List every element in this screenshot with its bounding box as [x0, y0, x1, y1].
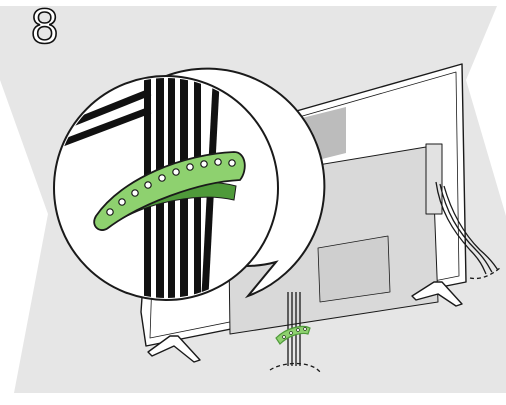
- callout-tie-holes: [106, 158, 236, 216]
- cable-tie-icon: [275, 325, 311, 345]
- tv-stand-icon: [147, 281, 463, 363]
- magnifier-callout-icon: [53, 67, 326, 301]
- tv-cover-recess: [317, 235, 391, 303]
- callout-cable-tie: [93, 151, 246, 231]
- tv-port-panel: [425, 143, 443, 215]
- right-stand: [411, 281, 463, 307]
- side-cables: [435, 181, 501, 280]
- left-stand: [147, 335, 201, 363]
- step-number: 8: [29, 0, 60, 54]
